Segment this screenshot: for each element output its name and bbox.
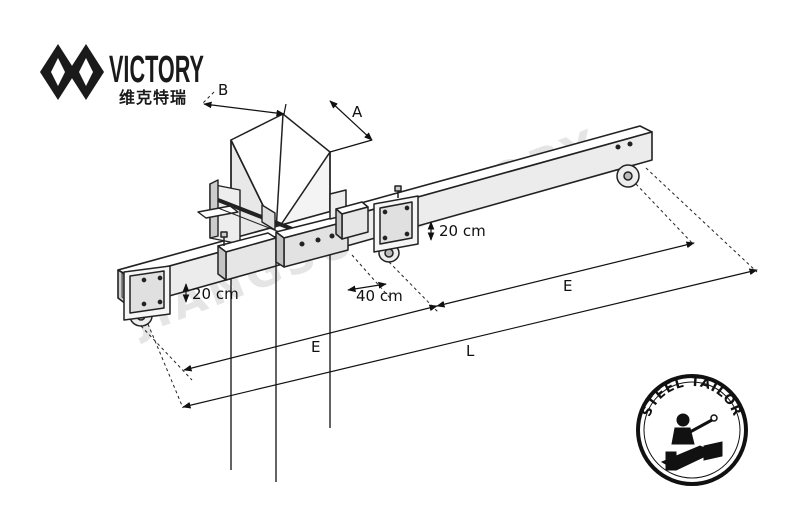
welder-icon: [660, 413, 723, 471]
dimension-arrows: [182, 100, 758, 409]
dimension-l-arrow: [182, 268, 758, 409]
dimension-plate-left-label: 20 cm: [192, 285, 239, 303]
dimension-a-label: A: [352, 103, 363, 121]
victory-logo-mark-icon: [40, 44, 104, 100]
logo-subtitle: 维克特瑞: [119, 88, 187, 107]
victory-logo: VICTORY 维克特瑞: [40, 44, 204, 107]
logo-name: VICTORY: [109, 49, 204, 91]
left-plate-wheel: [123, 265, 171, 327]
square-post: [230, 113, 331, 263]
rear-bracket: [197, 179, 301, 245]
dimension-a-arrow: [329, 100, 373, 141]
dimension-plate-right-label: 20 cm: [439, 222, 486, 240]
dimension-e-right-label: E: [563, 277, 572, 295]
dimension-gap-label: 40 cm: [356, 287, 403, 305]
steel-tailor-badge: STEEL TAILOR: [636, 374, 748, 486]
dimension-b-label: B: [218, 81, 228, 99]
dimension-b-arrow: [203, 101, 285, 117]
far-end-wheel: [615, 141, 640, 188]
right-plate-wheel: [373, 195, 419, 263]
dimension-e-right-arrow: [436, 241, 695, 308]
dimension-l-label: L: [466, 342, 475, 360]
dimension-gap-arrow: [347, 281, 387, 293]
dimension-e-left-label: E: [311, 338, 320, 356]
